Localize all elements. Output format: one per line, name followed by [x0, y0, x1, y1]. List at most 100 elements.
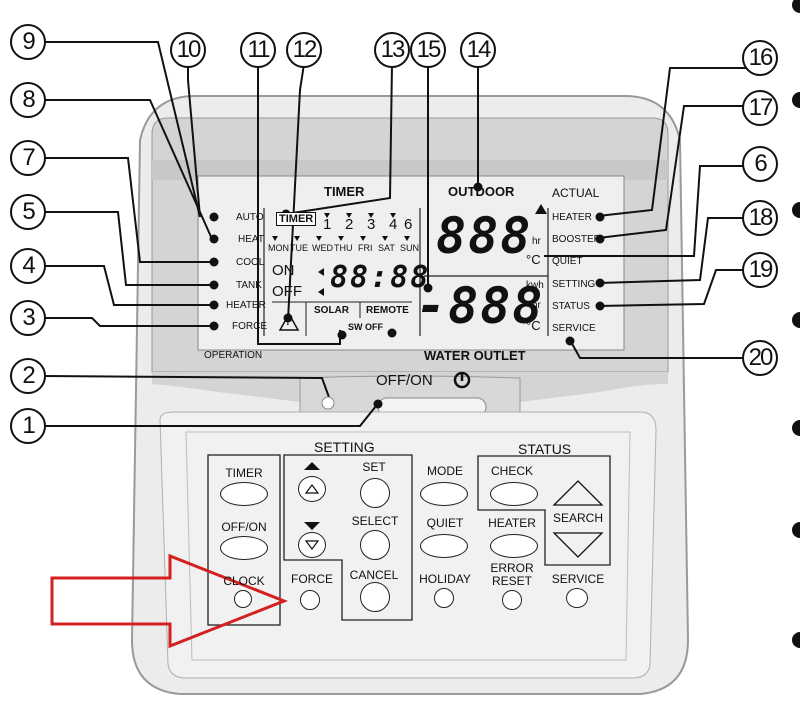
callout-8: 8: [10, 82, 46, 118]
power-label: OFF/ON: [376, 372, 433, 389]
error-reset-button[interactable]: [502, 590, 522, 610]
select-button[interactable]: [360, 530, 390, 560]
callout-18: 18: [742, 200, 778, 236]
unit-hr-top: hr: [532, 236, 541, 247]
callout-13: 13: [374, 32, 410, 68]
clock-button-label: CLOCK: [223, 574, 265, 588]
callout-3: 3: [10, 300, 46, 336]
cancel-button[interactable]: [360, 582, 390, 612]
clock-digits: 88:88: [330, 260, 431, 295]
unit-c-bottom: °C: [526, 318, 541, 333]
lcd-timer-header: TIMER: [324, 184, 365, 199]
mode-button-label: MODE: [427, 464, 463, 478]
error-reset-label-2: RESET: [491, 574, 532, 588]
day-fri: FRI: [358, 243, 373, 253]
timer-number-3: 3: [367, 216, 376, 233]
callout-4: 4: [10, 248, 46, 284]
day-mon: MON: [268, 243, 289, 253]
check-button-label: CHECK: [490, 464, 533, 478]
holiday-button-label: HOLIDAY: [419, 572, 471, 586]
status-setting: SETTING: [552, 279, 596, 290]
power-button[interactable]: [378, 398, 486, 416]
clock-button[interactable]: [234, 590, 252, 608]
status-booster: BOOSTER: [552, 234, 601, 245]
mode-heater: HEATER: [226, 300, 266, 311]
timer-number-6: 6: [404, 216, 413, 233]
callout-2: 2: [10, 358, 46, 394]
up-arrow-icon: [304, 484, 320, 494]
red-arrow-icon: [52, 556, 284, 646]
service-button[interactable]: [566, 588, 588, 608]
bottom-digits: -888: [416, 277, 545, 335]
select-button-label: SELECT: [351, 514, 399, 528]
timer-number-2: 2: [345, 216, 354, 233]
timer-button-label: TIMER: [225, 466, 263, 480]
force-button[interactable]: [300, 590, 320, 610]
quiet-button-label: QUIET: [426, 516, 464, 530]
up-button[interactable]: [298, 476, 326, 502]
status-heading: STATUS: [518, 441, 572, 457]
search-label: SEARCH: [552, 511, 603, 525]
top-digits: 888: [436, 207, 533, 265]
callout-11: 11: [240, 32, 276, 68]
timer-on-label: ON: [272, 262, 295, 279]
warning-mark: !: [286, 316, 290, 328]
callout-10: 10: [170, 32, 206, 68]
warning-triangle-icon: [278, 312, 300, 331]
status-service: SERVICE: [552, 323, 596, 334]
quiet-button[interactable]: [420, 534, 468, 558]
down-button[interactable]: [298, 532, 326, 558]
search-down-button[interactable]: [554, 533, 602, 557]
callout-7: 7: [10, 140, 46, 176]
callout-16: 16: [742, 40, 778, 76]
search-up-button[interactable]: [554, 481, 602, 505]
callout-5: 5: [10, 194, 46, 230]
timer-button[interactable]: [220, 482, 268, 506]
sw-off-label: SW OFF: [348, 322, 383, 332]
heater-button-label: HEATER: [488, 516, 536, 530]
cancel-button-label: CANCEL: [349, 568, 399, 582]
day-sat: SAT: [378, 243, 395, 253]
status-quiet: QUIET: [552, 256, 583, 267]
callout-1: 1: [10, 408, 46, 444]
callout-20: 20: [742, 340, 778, 376]
day-thu: THU: [334, 243, 353, 253]
remote-label: REMOTE: [366, 305, 409, 316]
off-on-button-label: OFF/ON: [221, 520, 267, 534]
day-sun: SUN: [400, 243, 420, 253]
timer-number-1: 1: [323, 216, 332, 233]
error-reset-label-1: ERROR: [490, 561, 534, 575]
callout-17: 17: [742, 90, 778, 126]
callout-15: 15: [410, 32, 446, 68]
set-button[interactable]: [360, 478, 390, 508]
day-tue: TUE: [290, 243, 308, 253]
lcd-outdoor-header: OUTDOOR: [448, 184, 515, 199]
mode-auto: AUTO: [236, 212, 264, 223]
lcd-water-outlet: WATER OUTLET: [424, 348, 526, 363]
timer-number-4: 4: [389, 216, 398, 233]
unit-c-top: °C: [526, 252, 541, 267]
off-on-button[interactable]: [220, 536, 268, 560]
set-button-label: SET: [362, 460, 386, 474]
callout-14: 14: [460, 32, 496, 68]
mode-cool: COOL: [236, 257, 265, 268]
timer-off-label: OFF: [272, 283, 302, 300]
timer-tag: TIMER: [276, 212, 317, 226]
status-heater: HEATER: [552, 212, 592, 223]
status-status: STATUS: [552, 301, 590, 312]
callout-9: 9: [10, 24, 46, 60]
mode-tank: TANK: [236, 280, 262, 291]
unit-hr-bottom: hr: [532, 300, 541, 311]
heater-button[interactable]: [490, 534, 538, 558]
check-button[interactable]: [490, 482, 538, 506]
down-arrow-icon: [304, 540, 320, 550]
day-wed: WED: [312, 243, 333, 253]
holiday-button[interactable]: [434, 588, 454, 608]
force-button-label: FORCE: [291, 572, 333, 586]
mode-heat: HEAT: [238, 234, 264, 245]
lcd-actual-header: ACTUAL: [552, 186, 600, 200]
service-button-label: SERVICE: [551, 572, 605, 586]
mode-button[interactable]: [420, 482, 468, 506]
callout-12: 12: [286, 32, 322, 68]
